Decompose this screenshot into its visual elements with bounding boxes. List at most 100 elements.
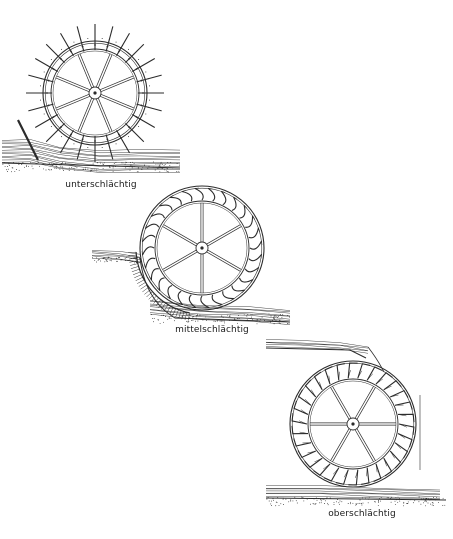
paddle-board (77, 135, 84, 160)
ground-stipple (318, 498, 319, 499)
ground-stipple (287, 315, 288, 316)
flume-floor (266, 348, 366, 358)
ground-stipple (336, 501, 337, 502)
ground-stipple (141, 169, 142, 170)
rim-dot (122, 140, 123, 141)
breast-hatch (176, 310, 179, 317)
ground-stipple (264, 320, 265, 321)
ground-stipple (317, 500, 318, 501)
ground-stipple (403, 503, 404, 504)
ground-stipple (277, 317, 278, 318)
ground-stipple (130, 165, 131, 166)
ground-stipple (125, 167, 126, 168)
bucket (142, 247, 154, 255)
ground-stipple (167, 168, 168, 169)
ground-stipple (159, 171, 160, 172)
ground-stipple (287, 323, 288, 324)
overshot-wheel (290, 361, 416, 487)
ground-stipple (229, 320, 230, 321)
rim-dot (102, 38, 103, 39)
rim-dot (56, 54, 57, 55)
ground-stipple (168, 171, 169, 172)
rim-dot (73, 42, 74, 43)
bucket (348, 470, 357, 485)
ground-stipple (167, 319, 168, 320)
bucket (240, 278, 254, 282)
spoke (96, 99, 110, 132)
bucket (294, 401, 308, 415)
ground-stipple (48, 169, 49, 170)
spoke (78, 55, 92, 88)
ground-stipple (260, 319, 261, 320)
ground-stipple (107, 261, 108, 262)
bucket (221, 191, 225, 205)
ground-stipple (149, 166, 150, 167)
ground-stipple (91, 169, 92, 170)
ground-stipple (359, 503, 360, 504)
ground-stipple (188, 321, 189, 322)
bucket (325, 367, 332, 385)
ground-stipple (350, 502, 351, 503)
spoke (207, 225, 241, 245)
ground-stipple (230, 314, 231, 315)
ground-stipple (340, 501, 341, 502)
ground-stipple (391, 497, 392, 498)
ground-stipple (106, 259, 107, 260)
ground-stipple (128, 260, 129, 261)
ground-stipple (75, 165, 76, 166)
rivet (128, 58, 130, 60)
ground-stipple (378, 500, 379, 501)
ground-stipple (425, 500, 426, 501)
ground-stipple (327, 503, 328, 504)
ground-stipple (125, 164, 126, 165)
rim-dot (109, 146, 110, 147)
rivet (136, 68, 138, 70)
ground-stipple (381, 497, 382, 498)
rim-dot (40, 85, 41, 86)
ground-stipple (97, 162, 98, 163)
ground-stipple (431, 499, 432, 500)
ground-stipple (358, 503, 359, 504)
ground-stipple (113, 171, 114, 172)
ground-stipple (403, 505, 404, 506)
rivet (48, 80, 50, 82)
ground-stipple (161, 315, 162, 316)
rim-dot (150, 93, 151, 94)
ground-stipple (153, 162, 154, 163)
ground-stipple (314, 498, 315, 499)
ground-stipple (320, 499, 321, 500)
breast-hatch (136, 277, 143, 281)
ground-stipple (328, 504, 329, 505)
ground-stipple (116, 258, 117, 259)
ground-stipple (28, 166, 29, 167)
bucket (361, 468, 369, 485)
rim-dot (145, 114, 146, 115)
ground-stipple (159, 164, 160, 165)
breast-hatch (132, 269, 140, 272)
ground-stipple (18, 164, 19, 165)
ground-stipple (193, 318, 194, 319)
ground-stipple (169, 318, 170, 319)
ground-stipple (42, 164, 43, 165)
ground-stipple (125, 258, 126, 259)
ground-stipple (152, 318, 153, 319)
ground-stipple (11, 171, 12, 172)
ground-stipple (365, 497, 366, 498)
ground-stipple (425, 500, 426, 501)
spoke (357, 387, 376, 419)
ground-stipple (310, 504, 311, 505)
ground-stipple (167, 162, 168, 163)
ground-stipple (57, 164, 58, 165)
ground-stipple (134, 258, 135, 259)
ground-stipple (290, 499, 291, 500)
spoke (207, 252, 241, 272)
ground-stipple (54, 168, 55, 169)
ground-stipple (325, 500, 326, 501)
ground-stipple (113, 167, 114, 168)
ground-stipple (103, 258, 104, 259)
ground-stipple (433, 497, 434, 498)
spoke (357, 429, 376, 461)
spoke (332, 430, 351, 462)
rim-dot (87, 147, 88, 148)
ground-stipple (165, 164, 166, 165)
